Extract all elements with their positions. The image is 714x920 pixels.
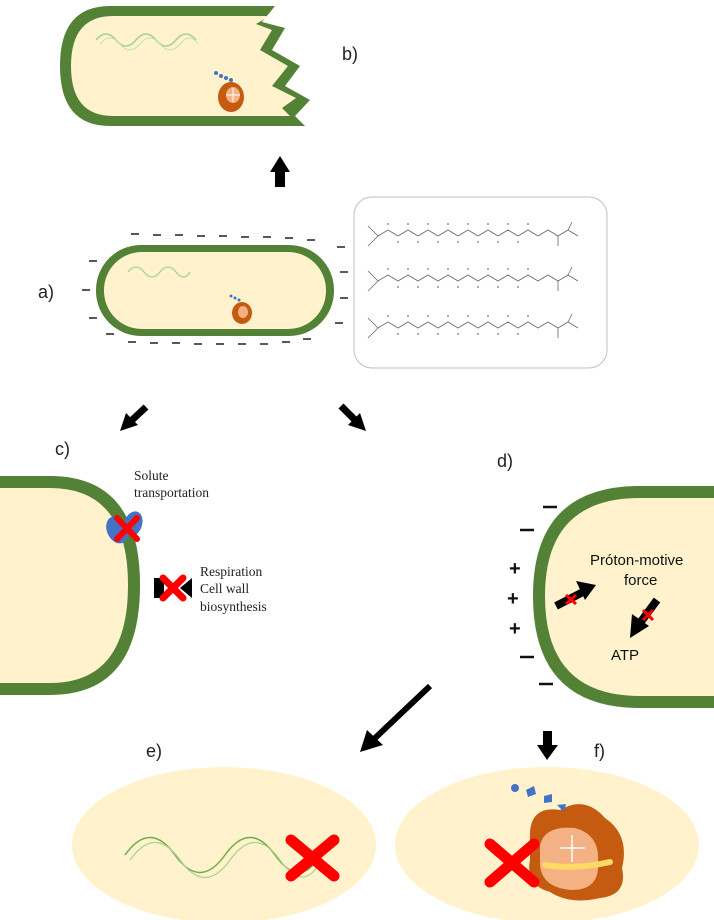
pmf-label-line1: Próton-motive: [590, 552, 683, 569]
negative-charges-a: [82, 233, 348, 345]
arrow-down-left-to-c: [120, 404, 149, 431]
cross-icon-transport: [114, 515, 140, 542]
atp-label: ATP: [611, 647, 639, 664]
positive-charge-3: +: [509, 618, 521, 640]
respiration-block-icon: [154, 574, 192, 602]
panel-b-lysed-cell: [60, 6, 310, 126]
positive-charge-2: +: [507, 588, 519, 610]
panel-c-cell-section: [0, 476, 192, 695]
arrow-to-e: [360, 683, 433, 752]
pmf-arrow-inward: [554, 581, 596, 610]
solute-label-line2: transportation: [134, 485, 209, 500]
quaternary-ammonium-structure-1: [367, 221, 579, 247]
pmf-label-line2: force: [624, 572, 657, 589]
chemical-structures-box: [353, 196, 608, 369]
panel-d-cell-section: [533, 486, 714, 708]
ribosome-icon-small: [229, 294, 252, 324]
respiration-label-line1: Respiration: [200, 564, 262, 579]
respiration-label-line2: Cell wall: [200, 581, 249, 596]
cell-a-cytoplasm: [104, 252, 326, 329]
structure-h-atoms: [387, 223, 529, 335]
cross-icon-dna: [285, 834, 340, 882]
atp-arrow: [630, 597, 661, 638]
panel-e-cytoplasm: [72, 767, 376, 920]
label-c: c): [55, 439, 70, 459]
ribosome-icon: [214, 71, 244, 112]
solute-label-line1: Solute: [134, 468, 169, 483]
respiration-label-line3: biosynthesis: [200, 599, 267, 614]
arrow-to-f: [537, 731, 558, 760]
lysed-cell-dna-2: [99, 37, 199, 51]
arrow-down-right-to-d: [338, 403, 366, 431]
positive-charge-1: +: [509, 558, 521, 580]
cell-d-cytoplasm: [545, 498, 714, 696]
panel-f-cytoplasm: [395, 767, 699, 920]
panel-a-cell: [96, 245, 334, 336]
ribosome-large-icon: [511, 784, 624, 901]
panel-d-charges: [520, 505, 557, 686]
label-b: b): [342, 44, 358, 64]
cross-icon-ribosome: [484, 838, 540, 888]
quaternary-ammonium-structure-3: [367, 313, 579, 339]
lysed-cell-cytoplasm: [71, 16, 296, 116]
quaternary-ammonium-structure-2: [367, 266, 579, 292]
cell-a-dna: [127, 266, 191, 278]
label-a: a): [38, 282, 54, 302]
cell-c-cytoplasm: [0, 488, 128, 683]
label-e: e): [146, 741, 162, 761]
dna-strand-1: [124, 836, 321, 874]
label-d: d): [497, 451, 513, 471]
lysed-cell-dna: [95, 33, 197, 47]
arrow-up-to-b: [270, 156, 290, 187]
label-f: f): [594, 741, 605, 761]
